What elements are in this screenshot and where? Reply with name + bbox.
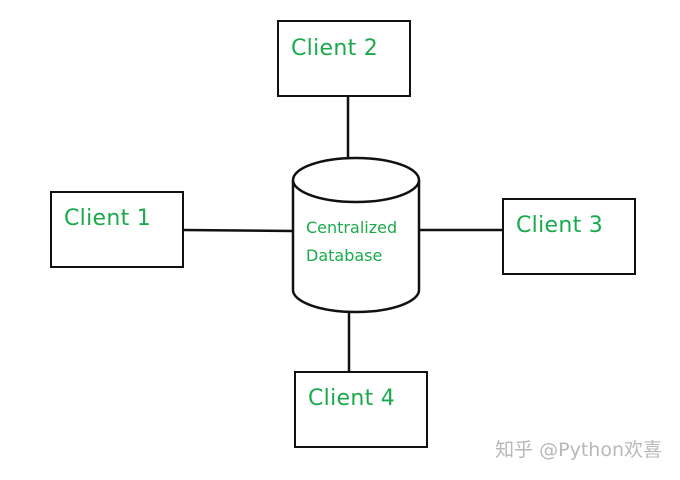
client-1-box: Client 1 <box>50 191 184 268</box>
client-3-label: Client 3 <box>516 213 604 238</box>
client-4-label: Client 4 <box>308 386 396 411</box>
watermark-text: 知乎 @Python欢喜 <box>495 439 662 461</box>
connector-client1 <box>182 228 294 233</box>
client-2-label: Client 2 <box>291 36 379 61</box>
database-cylinder <box>291 156 421 314</box>
client-3-box: Client 3 <box>502 198 636 275</box>
database-label-line2: Database <box>306 246 383 265</box>
client-2-box: Client 2 <box>277 20 411 97</box>
database-label-line1: Centralized <box>306 218 398 237</box>
client-4-box: Client 4 <box>294 371 428 448</box>
client-1-label: Client 1 <box>64 206 152 231</box>
